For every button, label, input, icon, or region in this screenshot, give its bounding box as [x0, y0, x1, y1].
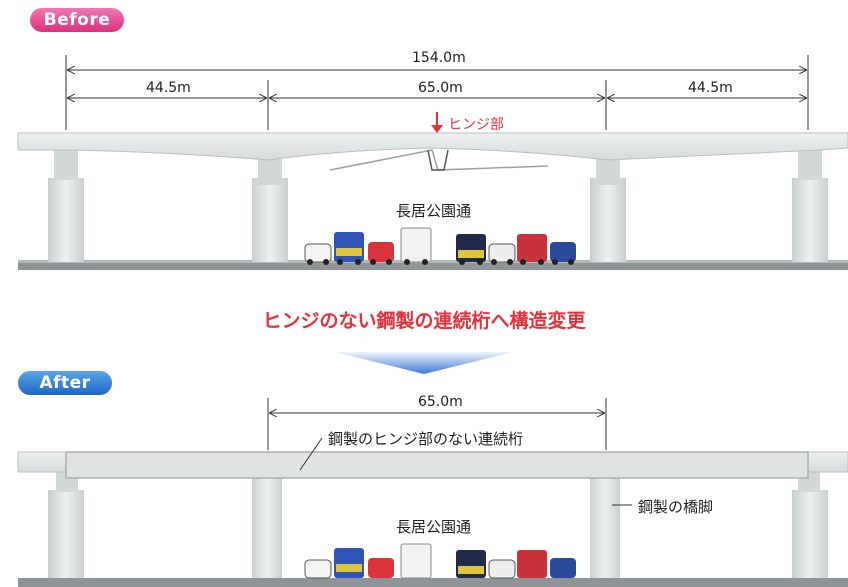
before-pier — [792, 178, 828, 262]
after-bridge — [17, 437, 848, 587]
after-vehicles — [304, 543, 576, 579]
before-dimensions — [65, 55, 809, 130]
before-bridge — [17, 112, 848, 270]
before-road-label: 長居公園通 — [396, 202, 472, 220]
before-span-right: 44.5m — [688, 80, 733, 96]
after-badge: After — [18, 371, 112, 395]
before-badge: Before — [30, 8, 124, 32]
before-pier — [48, 178, 84, 262]
after-road — [18, 578, 848, 587]
after-road-label: 長居公園通 — [396, 518, 472, 536]
transition-arrow — [335, 352, 513, 374]
after-span-center: 65.0m — [418, 394, 463, 410]
girder-label: 鋼製のヒンジ部のない連続桁 — [328, 430, 524, 448]
after-dimensions — [267, 398, 607, 450]
before-deck — [17, 132, 848, 161]
before-span-center: 65.0m — [418, 80, 463, 96]
before-pier — [252, 178, 288, 262]
before-pier — [590, 178, 626, 262]
before-vehicles — [304, 227, 576, 265]
pier-label: 鋼製の橋脚 — [638, 498, 714, 516]
structure-change-headline: ヒンジのない鋼製の連続桁へ構造変更 — [262, 310, 586, 332]
before-span-left: 44.5m — [146, 80, 191, 96]
before-total-span: 154.0m — [412, 50, 466, 66]
after-girder — [65, 451, 809, 479]
hinge-label: ヒンジ部 — [448, 117, 504, 133]
before-road — [18, 262, 848, 270]
